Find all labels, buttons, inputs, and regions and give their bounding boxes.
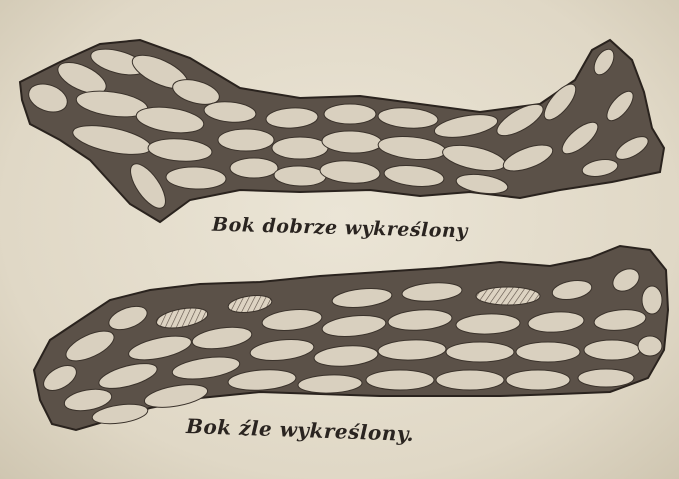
bad-flank-drawing [34, 246, 668, 430]
good-flank-drawing [20, 40, 664, 222]
